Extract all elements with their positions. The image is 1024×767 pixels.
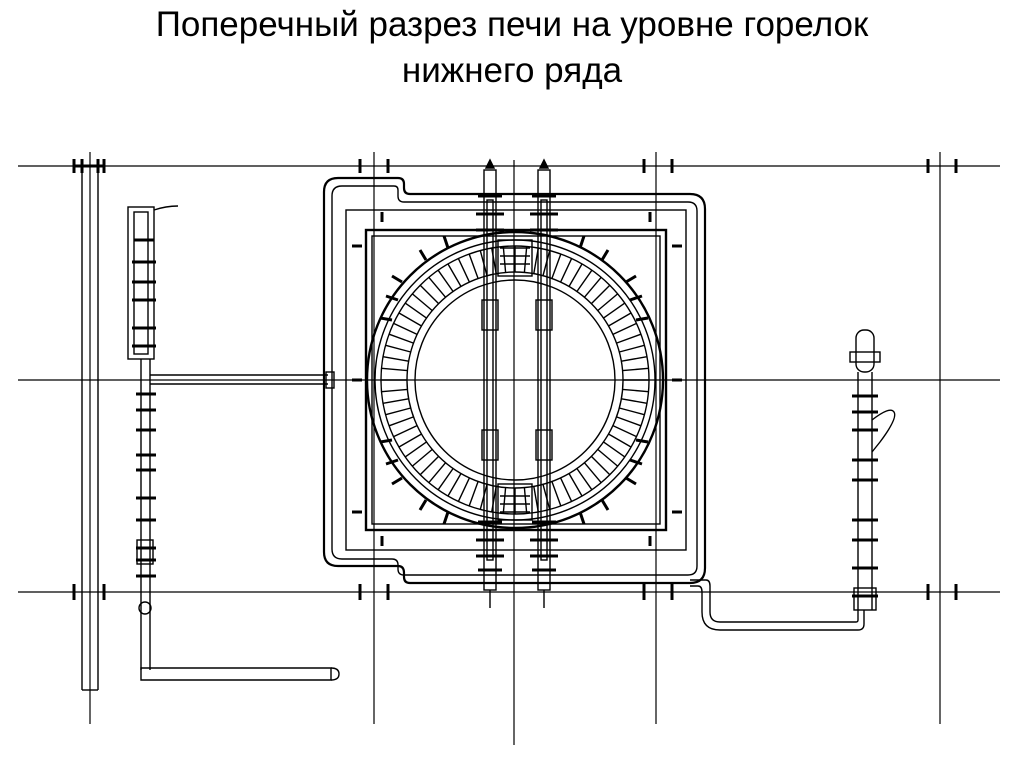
ring-segment	[590, 284, 611, 305]
ring-segment	[597, 293, 619, 312]
ring-segment	[559, 258, 573, 283]
ring-segment	[381, 388, 408, 393]
ring-segment	[404, 441, 427, 458]
ring-segment	[597, 448, 619, 467]
ring-segment	[621, 398, 648, 404]
ring-segment	[398, 433, 422, 448]
ring-segment	[612, 424, 637, 438]
ring-segment	[411, 293, 433, 312]
ring-segment	[419, 455, 440, 476]
ring-segment	[437, 468, 454, 491]
ring-segment	[576, 468, 593, 491]
ring-segment	[428, 276, 447, 298]
ring-segment	[411, 448, 433, 467]
ring-segment	[568, 263, 583, 287]
connecting-pipe-left	[150, 371, 335, 389]
axis-ticks	[72, 159, 958, 600]
ring-segment	[612, 322, 637, 336]
ring-segment	[523, 246, 528, 273]
ring-segment	[622, 388, 649, 393]
ring-segment	[568, 473, 583, 497]
ring-segment	[457, 477, 471, 502]
ring-segment	[457, 258, 471, 283]
ring-segment	[381, 367, 408, 372]
ring-segment	[619, 344, 645, 353]
ring-segment	[388, 333, 414, 344]
ring-segment	[382, 356, 409, 362]
burner-lance-right	[530, 158, 558, 608]
ring-segment	[419, 284, 440, 305]
ring-segment	[468, 481, 479, 507]
ring-segment	[590, 455, 611, 476]
title-line-2: нижнего ряда	[401, 51, 623, 90]
ring-segment	[437, 269, 454, 292]
ring-segment	[583, 276, 602, 298]
burner-slot	[497, 239, 533, 521]
axis-grid	[18, 152, 1000, 745]
ring-segment	[447, 263, 462, 287]
ring-segment	[551, 481, 562, 507]
ring-segment	[603, 441, 626, 458]
ring-segment	[619, 407, 645, 416]
ring-segment	[404, 302, 427, 319]
ring-segment	[616, 333, 642, 344]
furnace-casing	[322, 176, 707, 585]
ring-segment	[621, 356, 648, 362]
ring-segment	[608, 433, 632, 448]
ring-segment	[385, 407, 411, 416]
ring-segment	[398, 312, 422, 327]
ring-segment	[551, 253, 562, 279]
title-line-1: Поперечный разрез печи на уровне горелок	[155, 5, 869, 44]
ring-segment	[393, 424, 418, 438]
burner-lance-left	[476, 158, 504, 608]
ring-segment	[559, 477, 573, 502]
ring-segment	[523, 487, 528, 514]
ring-segment	[447, 473, 462, 497]
left-column-lines	[81, 166, 99, 691]
ring-segment	[622, 367, 649, 372]
connecting-pipe-right	[690, 579, 865, 631]
ring-segment	[468, 253, 479, 279]
slide-title: Поперечный разрез печи на уровне горелок…	[0, 2, 1024, 94]
ring-segment	[576, 269, 593, 292]
ring-segment	[382, 398, 409, 404]
ring-segment	[393, 322, 418, 336]
right-pipeline	[849, 329, 896, 611]
ring-segment	[388, 416, 414, 427]
ring-segment	[603, 302, 626, 319]
ring-segment	[502, 487, 507, 514]
ring-segment	[428, 462, 447, 484]
ring-studs	[379, 235, 649, 525]
ring-segment	[385, 344, 411, 353]
ring-segment	[502, 246, 507, 273]
ring-segment	[583, 462, 602, 484]
ring-segment	[608, 312, 632, 327]
left-pipeline	[127, 205, 340, 681]
ring-segment	[616, 416, 642, 427]
